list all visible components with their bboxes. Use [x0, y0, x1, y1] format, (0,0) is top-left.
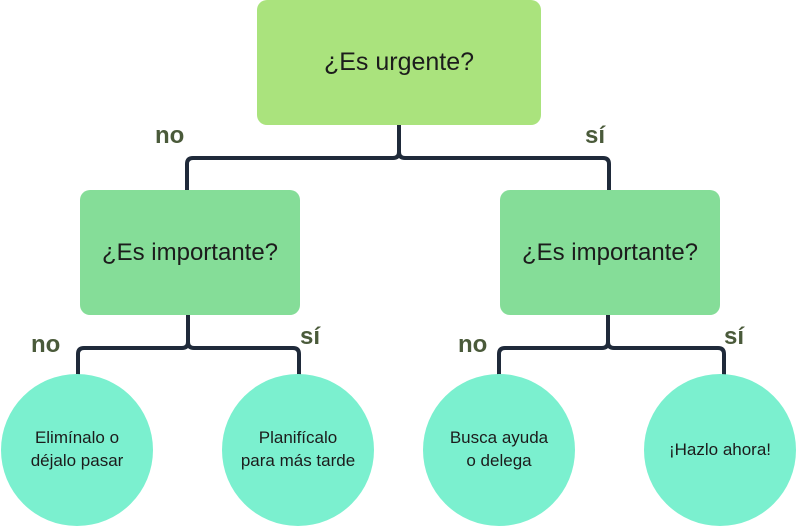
branch-label-left-yes: sí [300, 323, 321, 350]
node-es-importante-left: ¿Es importante? [80, 190, 300, 315]
node-root-text: ¿Es urgente? [323, 48, 475, 76]
leaf-busca-ayuda-line-1: Busca ayuda [449, 428, 549, 448]
leaf-eliminalo: Elimínalo o déjalo pasar [1, 374, 153, 526]
leaf-eliminalo-line-1: Elimínalo o [34, 428, 120, 448]
node-left-text: ¿Es importante? [101, 238, 279, 266]
branch-label-root-yes: sí [585, 122, 606, 149]
branch-label-right-yes: sí [724, 323, 745, 350]
connector-left [76, 315, 301, 378]
node-es-importante-right: ¿Es importante? [500, 190, 720, 315]
leaf-planificalo: Planifícalo para más tarde [222, 374, 374, 526]
leaf-busca-ayuda: Busca ayuda o delega [423, 374, 575, 526]
branch-label-left-no: no [31, 331, 61, 358]
leaf-planificalo-line-2: para más tarde [240, 451, 356, 470]
leaf-eliminalo-line-2: déjalo pasar [30, 451, 124, 470]
leaf-busca-ayuda-line-2: o delega [466, 451, 532, 470]
node-right-text: ¿Es importante? [521, 238, 699, 266]
node-es-urgente: ¿Es urgente? [257, 0, 541, 125]
connector-right [497, 315, 726, 378]
leaf-hazlo-ahora: ¡Hazlo ahora! [644, 374, 796, 526]
connector-root [185, 125, 611, 190]
leaf-hazlo-ahora-line-1: ¡Hazlo ahora! [668, 439, 772, 459]
leaf-planificalo-line-1: Planifícalo [258, 428, 338, 448]
branch-label-root-no: no [155, 122, 185, 149]
branch-label-right-no: no [458, 331, 488, 358]
